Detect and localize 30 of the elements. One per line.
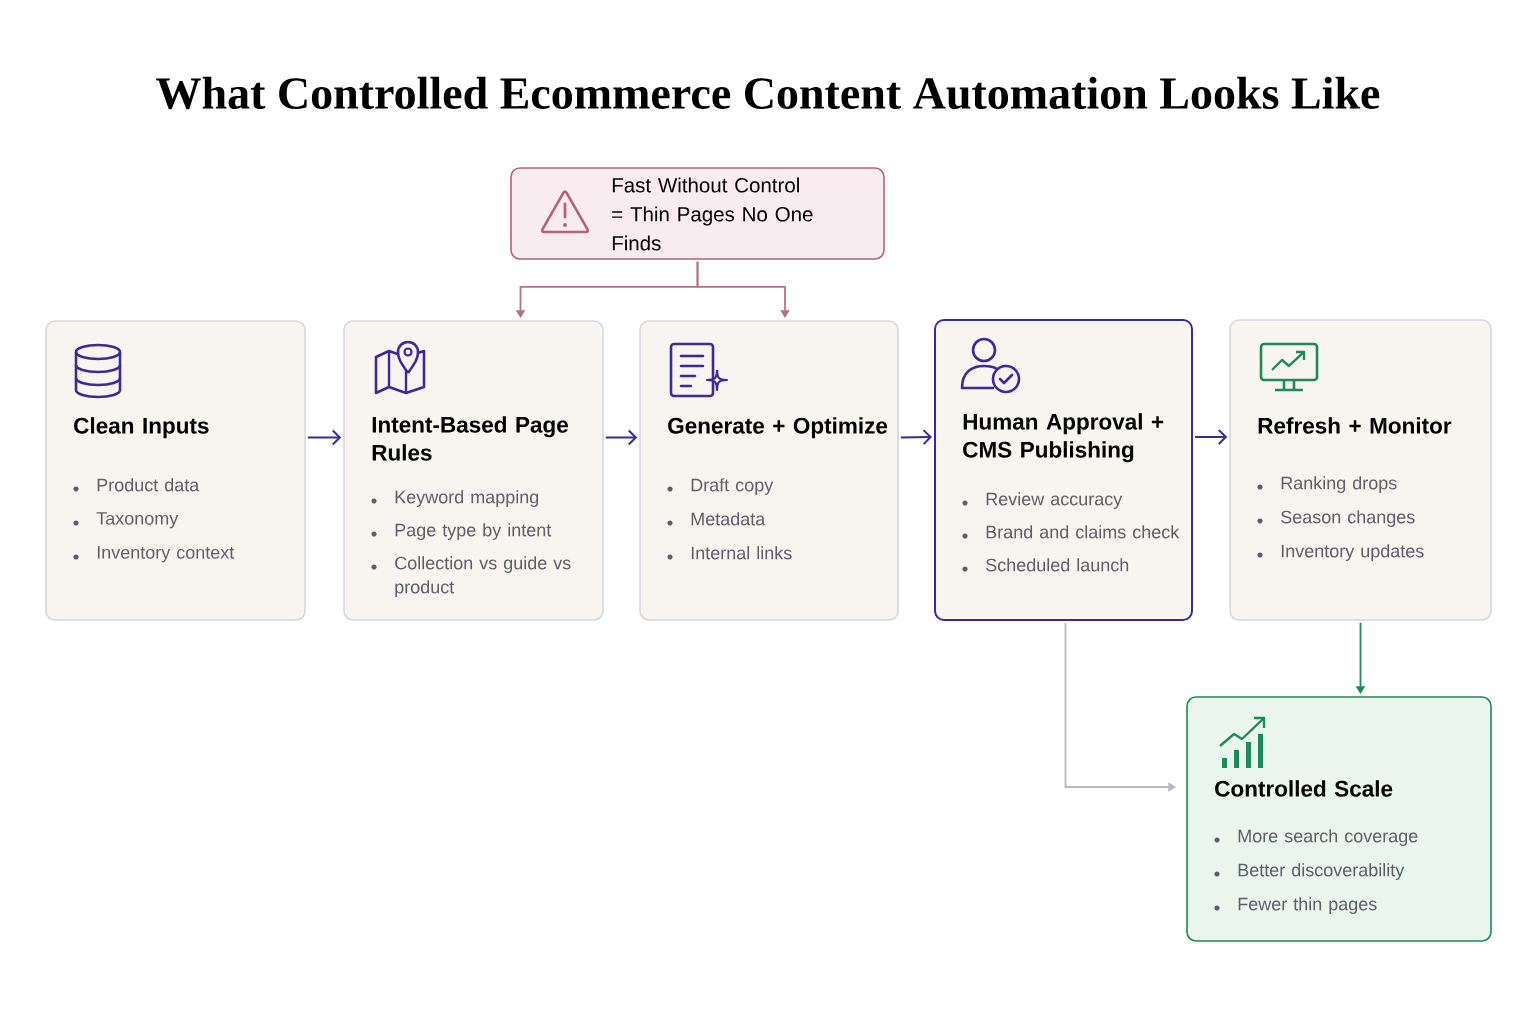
warning-text: Fast Without Control = Thin Pages No One Finds — [612, 177, 813, 251]
bullet-item: Metadata — [667, 512, 766, 526]
bullet-item: Inventory context — [73, 546, 235, 563]
bullet-item: Scheduled launch — [962, 558, 1129, 572]
bullet-item: Review accuracy — [962, 492, 1123, 509]
bullet-item: Internal links — [667, 546, 792, 560]
bullet-item: Taxonomy — [73, 512, 179, 529]
arrow — [306, 429, 342, 446]
bullet-item: Inventory updates — [1257, 544, 1424, 561]
bullet-item: Keyword mapping — [371, 490, 539, 507]
arrow — [899, 429, 932, 446]
bullet-item: Collection vs guide vs product — [371, 556, 571, 597]
bullet-item: Brand and claims check — [962, 525, 1180, 539]
card-heading: Controlled Scale — [1215, 780, 1393, 797]
card-heading: Generate + Optimize — [668, 417, 888, 439]
bullet-item: Ranking drops — [1257, 476, 1397, 493]
card-heading: Human Approval + CMS Publishing — [963, 413, 1164, 463]
bullet-item: Fewer thin pages — [1214, 897, 1377, 914]
arrow — [1194, 429, 1228, 445]
bullet-item: Page type by intent — [371, 523, 552, 540]
bullet-item: More search coverage — [1214, 829, 1418, 846]
card-heading: Clean Inputs — [74, 417, 209, 439]
title: What Controlled Ecommerce Content Automation Looks Like — [156, 76, 1380, 110]
arrow — [604, 429, 638, 446]
card-heading: Intent-Based Page Rules — [372, 416, 568, 461]
bullet-item: Draft copy — [667, 478, 774, 495]
card-heading: Refresh + Monitor — [1258, 417, 1452, 434]
bullet-item: Season changes — [1257, 510, 1415, 527]
bullet-item: Product data — [73, 478, 200, 492]
bullet-item: Better discoverability — [1214, 863, 1405, 880]
